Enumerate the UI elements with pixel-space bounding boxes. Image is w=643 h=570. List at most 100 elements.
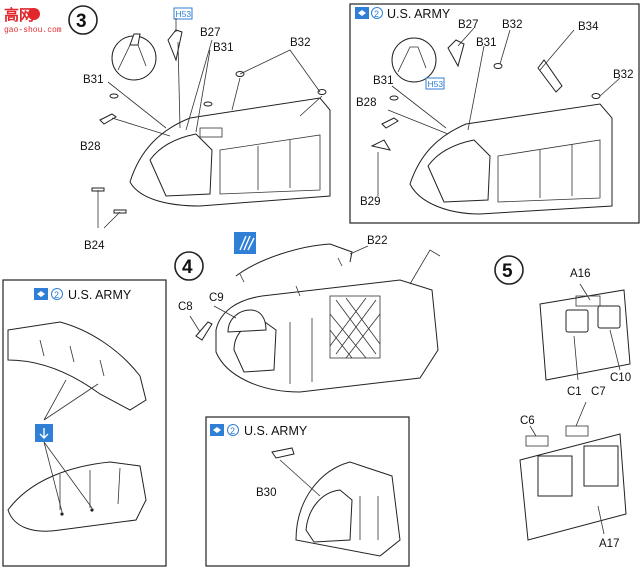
- door-lines-step4: [289, 318, 313, 384]
- variant-arrow-icon-center: [210, 424, 224, 436]
- label-b32: B32: [290, 37, 310, 49]
- label-b34: B34: [578, 21, 599, 33]
- part-b34: [537, 59, 563, 93]
- windshield-step3: [149, 133, 213, 197]
- part-a16-panel: [539, 289, 631, 381]
- part-b27: [167, 29, 183, 62]
- antenna-detail-lines-b: [397, 46, 427, 73]
- antenna-detail-circle-b: [391, 37, 437, 83]
- leader-c1-c10: [573, 329, 621, 381]
- leader-a16: [579, 283, 591, 301]
- variant-badge-center: [227, 424, 239, 436]
- grille-mesh: [329, 297, 381, 359]
- engine-grille-step4: [329, 295, 381, 359]
- variant-title-center: U.S. ARMY: [244, 424, 308, 438]
- step-5-number: 5: [502, 261, 513, 282]
- part-a16-frame: [575, 295, 601, 307]
- leader-a17: [529, 401, 605, 535]
- step-5-badge: [494, 255, 524, 285]
- part-b31-b: [203, 101, 213, 107]
- variant-badge-left: [51, 288, 63, 300]
- step-3-number: 3: [76, 11, 87, 32]
- paint-code-text: H53: [176, 9, 192, 19]
- part-c7-frame: [565, 425, 589, 437]
- roof-hatch-step3: [199, 127, 223, 138]
- variant-badge-number-top: 2: [374, 9, 379, 19]
- label-b27-army: B27: [458, 19, 478, 31]
- label-b30: B30: [256, 487, 276, 499]
- label-c7: C7: [591, 386, 606, 398]
- roof-panel-lower-details: [59, 467, 121, 510]
- variant-badge-top: [371, 7, 383, 19]
- label-b28: B28: [80, 141, 100, 153]
- leader-lines-left: [43, 379, 99, 513]
- tail-stub-step4: [409, 249, 441, 285]
- cabin-body-step3: [129, 97, 331, 207]
- windshield-army: [427, 139, 491, 203]
- hole-mark-a: [60, 512, 64, 516]
- antenna-detail-part: [129, 33, 141, 46]
- hole-mark-b: [90, 508, 94, 512]
- door-lines-step3: [257, 140, 291, 190]
- label-a17: A17: [599, 538, 619, 550]
- nose-panel-lines: [359, 496, 379, 540]
- variant-title-left: U.S. ARMY: [68, 288, 132, 302]
- label-b31-top: B31: [213, 42, 233, 54]
- watermark-brand: 高网: [4, 6, 34, 24]
- part-b27-army: [447, 39, 465, 68]
- label-b31-left: B31: [83, 74, 103, 86]
- label-b22: B22: [367, 235, 387, 247]
- paint-code-tag: [173, 7, 193, 20]
- label-b28-army: B28: [356, 97, 376, 109]
- part-b24-b: [113, 209, 127, 214]
- leader-lines-army: [377, 27, 621, 196]
- cabin-body-army: [409, 103, 613, 215]
- label-b27: B27: [200, 27, 220, 39]
- part-b30: [271, 447, 295, 459]
- side-window-step3: [219, 134, 321, 195]
- step-5-panel: 5 A16 C1 C7 C10 C6 A17: [494, 255, 631, 550]
- usarmy-box-left: [2, 279, 167, 567]
- label-c10: C10: [610, 372, 631, 384]
- part-c6-frame: [525, 435, 549, 447]
- watermark-globe-icon: [28, 8, 40, 20]
- step-3-panel: 3 H53 B27 B31 B32 B31 B28 B24: [68, 5, 331, 252]
- nose-window-center: [305, 489, 353, 543]
- part-c7-window: [583, 445, 619, 487]
- roof-panel-lower: [7, 461, 147, 532]
- paint-code-text-b: H53: [428, 79, 444, 89]
- paint-marker-icon-left: [35, 424, 53, 442]
- step-4-badge: [174, 251, 204, 281]
- nose-body-center: [295, 461, 401, 557]
- variant-title-top: U.S. ARMY: [387, 7, 451, 21]
- part-b32-army-b: [591, 93, 601, 99]
- label-b29: B29: [360, 196, 380, 208]
- watermark-url: gao-shou.com: [4, 26, 62, 35]
- usarmy-panel-left: 2 U.S. ARMY: [2, 279, 167, 567]
- part-b32-b: [317, 89, 327, 95]
- part-b32-army-a: [493, 63, 503, 69]
- label-a16: A16: [570, 268, 590, 280]
- usarmy-panel-center: 2 U.S. ARMY B30: [205, 416, 410, 567]
- part-b28-army: [381, 117, 399, 129]
- leader-lines-step3: [97, 18, 323, 229]
- usarmy-box-top: [349, 3, 640, 224]
- leader-b22: [349, 245, 369, 255]
- variant-badge-number-left: 2: [54, 290, 59, 300]
- step-3-badge: [68, 5, 98, 35]
- variant-arrow-icon-left: [34, 288, 48, 300]
- label-b31-army-left: B31: [373, 75, 393, 87]
- part-c1-window: [565, 309, 589, 333]
- label-c9: C9: [209, 292, 224, 304]
- label-c6: C6: [520, 415, 535, 427]
- part-c10-window: [597, 305, 621, 329]
- part-c9: [227, 309, 267, 333]
- step-4-number: 4: [182, 257, 193, 278]
- leader-lines-step4: [189, 305, 237, 333]
- label-b31-army: B31: [476, 37, 496, 49]
- rail-mounts: [239, 257, 343, 297]
- door-lines-army: [539, 144, 573, 198]
- part-b31-a: [109, 93, 119, 99]
- usarmy-box-center: [205, 416, 410, 567]
